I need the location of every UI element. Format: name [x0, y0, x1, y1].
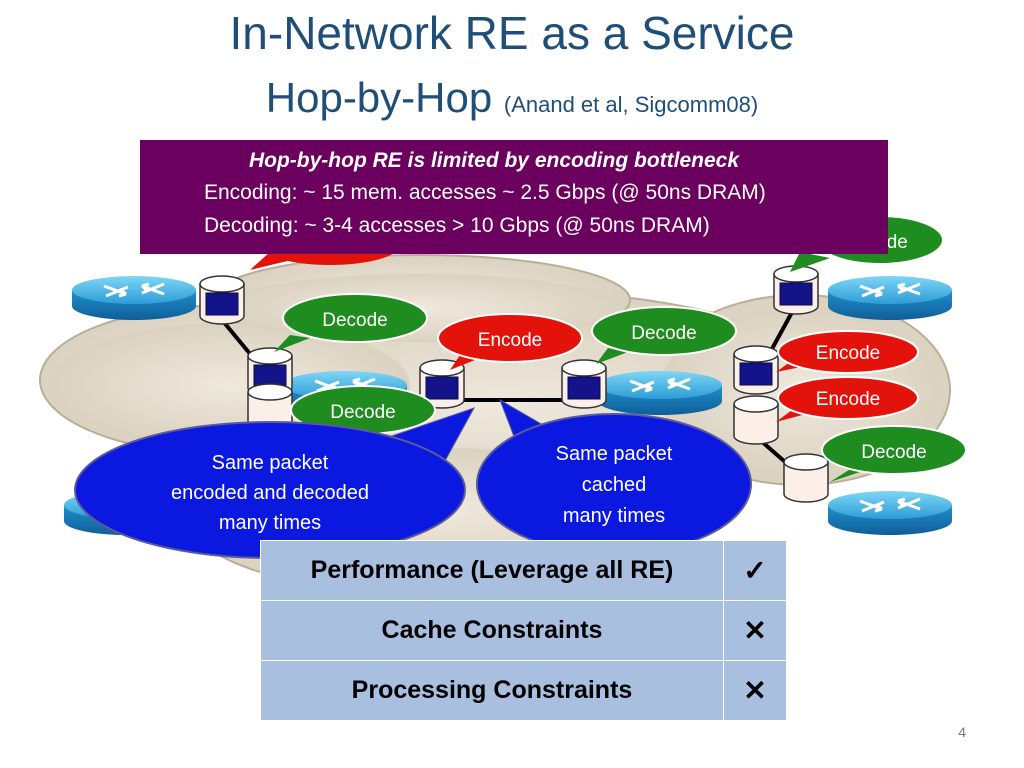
decode-label: Decode	[322, 310, 388, 331]
subtitle-text: Hop-by-Hop	[265, 74, 493, 121]
decode-label: Decode	[330, 402, 396, 423]
decode-label: Decode	[861, 442, 927, 463]
cache-cylinder-icon	[561, 359, 607, 409]
callout-line: cached	[582, 474, 647, 496]
page-number: 4	[958, 724, 966, 740]
encode-callout: Encode	[776, 376, 919, 422]
info-encoding-line: Encoding: ~ 15 mem. accesses ~ 2.5 Gbps …	[204, 181, 766, 204]
check-icon: ✓	[723, 540, 787, 601]
callout-line: Same packet	[212, 452, 329, 474]
callout-line: many times	[219, 512, 321, 534]
encoding-bottleneck-box: Hop-by-hop RE is limited by encoding bot…	[140, 140, 888, 254]
router-icon	[70, 274, 198, 322]
encode-label: Encode	[478, 330, 542, 351]
decode-callout: Decode	[821, 425, 967, 482]
callout-encoded-decoded: Same packet encoded and decoded many tim…	[74, 407, 476, 559]
criterion-label: Processing Constraints	[260, 660, 724, 721]
callout-line: many times	[563, 505, 665, 527]
slide-subtitle: Hop-by-Hop (Anand et al, Sigcomm08)	[0, 74, 1024, 122]
cache-cylinder-icon	[783, 453, 829, 503]
callout-cached: Same packet cached many times	[476, 398, 752, 555]
callout-line: encoded and decoded	[171, 482, 369, 504]
decode-label: Decode	[631, 323, 697, 344]
encode-label: Encode	[816, 343, 880, 364]
encode-label: Encode	[816, 389, 880, 410]
encode-callout: Encode	[776, 330, 919, 374]
router-icon	[596, 369, 724, 417]
decode-callout: Decode	[274, 293, 428, 352]
citation: (Anand et al, Sigcomm08)	[503, 92, 759, 117]
info-heading: Hop-by-hop RE is limited by encoding bot…	[248, 149, 740, 172]
tradeoff-table: Performance (Leverage all RE) ✓ Cache Co…	[260, 540, 787, 721]
criterion-label: Performance (Leverage all RE)	[260, 540, 724, 601]
cross-icon: ✕	[723, 600, 787, 661]
table-row: Processing Constraints ✕	[260, 660, 787, 721]
router-icon	[826, 489, 954, 537]
router-icon	[826, 274, 954, 322]
cache-cylinder-icon	[733, 345, 779, 395]
encode-callout: Encode	[437, 313, 583, 370]
table-row: Performance (Leverage all RE) ✓	[260, 540, 787, 601]
cross-icon: ✕	[723, 660, 787, 721]
callout-line: Same packet	[556, 443, 673, 465]
decode-callout: Decode	[591, 306, 737, 364]
table-row: Cache Constraints ✕	[260, 600, 787, 661]
cache-cylinder-icon	[199, 275, 245, 325]
cache-cylinder-icon	[773, 265, 819, 315]
info-decoding-line: Decoding: ~ 3-4 accesses > 10 Gbps (@ 50…	[204, 214, 710, 237]
criterion-label: Cache Constraints	[260, 600, 724, 661]
cache-cylinder-icon	[733, 395, 779, 445]
slide-title: In-Network RE as a Service	[229, 7, 795, 59]
